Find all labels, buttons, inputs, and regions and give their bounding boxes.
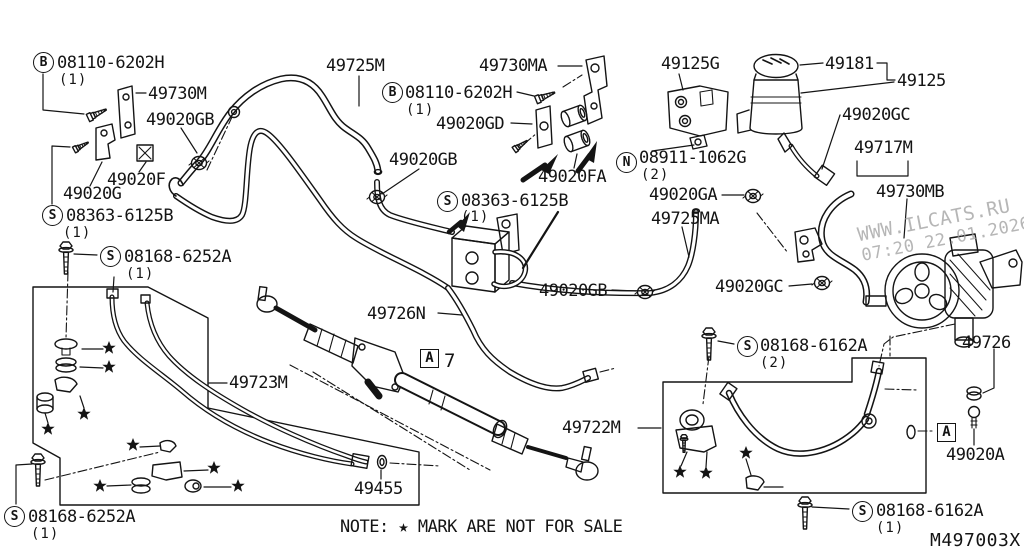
part-label-49020fa: 49020FA <box>538 167 607 187</box>
hose-return-zigzag <box>169 131 448 288</box>
part-label-49725ma: 49725MA <box>651 209 720 229</box>
circle-letter: S <box>4 506 25 527</box>
bolt-49020a <box>969 407 980 429</box>
bracket-49730ma <box>584 56 607 124</box>
circle-letter: S <box>737 336 758 357</box>
circle-letter: B <box>382 82 403 103</box>
diagram-id: M497003X <box>930 530 1021 551</box>
part-qty: (1) <box>406 102 435 118</box>
bolt-08168-6162a-2 <box>701 327 717 361</box>
part-qty: (1) <box>59 72 88 88</box>
clip-49020gd <box>536 106 552 148</box>
bolt-08168-6252a-2 <box>30 453 46 487</box>
bolt-08168-6252a-1 <box>58 241 74 275</box>
part-qty: (1) <box>876 520 905 536</box>
part-label-08168-6162a-2: 08168-6162A <box>760 336 868 356</box>
part-label-49020gb-c: 49020GB <box>539 281 608 301</box>
part-label-49455: 49455 <box>354 479 403 499</box>
circle-letter: S <box>852 501 873 522</box>
part-label-08168-6162a-1: 08168-6162A <box>876 501 984 521</box>
reference-lines <box>45 75 955 480</box>
circle-letter: B <box>33 52 54 73</box>
part-label-49125g: 49125G <box>661 54 720 74</box>
direction-arrows <box>449 141 597 268</box>
part-label-49020a: 49020A <box>946 445 1005 465</box>
part-qty: (1) <box>31 526 60 542</box>
leader-lines <box>16 63 994 509</box>
part-label-49730ma: 49730MA <box>479 56 548 76</box>
part-label-49723m: 49723M <box>229 373 288 393</box>
circle-letter: S <box>42 205 63 226</box>
part-label-49730mb: 49730MB <box>876 182 945 202</box>
clamp-49020gb-3 <box>634 284 656 300</box>
clip-ring <box>229 107 240 118</box>
part-label-08110-6202h-2: 08110-6202H <box>405 83 513 103</box>
part-label-49020gc-a: 49020GC <box>842 105 911 125</box>
part-label-49722m: 49722M <box>562 418 621 438</box>
left-box-parts <box>37 339 201 493</box>
part-label-08110-6202h-1: 08110-6202H <box>57 53 165 73</box>
hose-49730mb <box>821 194 866 302</box>
part-label-49020gb-a: 49020GB <box>146 110 215 130</box>
part-label-08168-6252a-1: 08168-6252A <box>124 247 232 267</box>
part-label-49726: 49726 <box>962 333 1011 353</box>
part-label-49020g: 49020G <box>63 184 122 204</box>
hose-49722m <box>720 361 884 453</box>
pipe-49726n <box>448 288 598 388</box>
screw-08363-1 <box>71 139 91 154</box>
part-label-49020f: 49020F <box>107 170 166 190</box>
reservoir <box>737 55 835 186</box>
part-label-08363-6125b-2: 08363-6125B <box>461 191 569 211</box>
screw-08363-2 <box>511 137 530 154</box>
screw-08110-1 <box>85 105 109 123</box>
view-marker-a-2: A <box>937 423 956 442</box>
part-label-49717m: 49717M <box>854 138 913 158</box>
part-label-49725m: 49725M <box>326 56 385 76</box>
part-label-49125: 49125 <box>897 71 946 91</box>
part-label-49730m: 49730M <box>148 84 207 104</box>
bracket-49020g <box>96 124 115 160</box>
left-parts-box <box>33 287 419 505</box>
hose-49725m <box>181 78 382 183</box>
clamp-49020ga <box>742 188 764 204</box>
pipes-49723m <box>107 289 369 468</box>
oil-cooler <box>452 214 525 292</box>
screw-08110-2 <box>533 88 557 105</box>
part-qty: (1) <box>63 225 92 241</box>
washer-ring <box>907 426 915 439</box>
not-for-sale-note: NOTE: ★ MARK ARE NOT FOR SALE <box>340 517 623 537</box>
part-qty: (1) <box>126 266 155 282</box>
grommet-49726 <box>967 387 981 400</box>
clip-49020f <box>137 145 153 161</box>
part-label-49020ga: 49020GA <box>649 185 718 205</box>
part-qty: (2) <box>760 355 789 371</box>
circle-letter: S <box>100 246 121 267</box>
power-steering-pump <box>795 228 1022 347</box>
view-marker-a-1: A <box>420 349 439 368</box>
hose-49725ma <box>512 209 699 293</box>
bracket-49730m <box>118 86 135 138</box>
part-label-08911-1062g: 08911-1062G <box>639 148 747 168</box>
part-label-08168-6252a-2: 08168-6252A <box>28 507 136 527</box>
part-label-49726n: 49726N <box>367 304 426 324</box>
view-marker-suffix: 7 <box>444 350 456 372</box>
hose-reservoir-outlet <box>791 146 817 176</box>
part-label-49181: 49181 <box>825 54 874 74</box>
part-label-49020gd: 49020GD <box>436 114 505 134</box>
steering-gear <box>257 287 598 480</box>
part-label-08363-6125b-1: 08363-6125B <box>66 206 174 226</box>
right-box-parts <box>676 410 764 490</box>
circle-letter: N <box>616 152 637 173</box>
part-qty: (1) <box>461 209 490 225</box>
part-qty: (2) <box>641 167 670 183</box>
clamp-49020gc-2 <box>811 275 833 291</box>
part-label-49020gc-b: 49020GC <box>715 277 784 297</box>
bolt-08168-6162a-1 <box>797 496 813 530</box>
ring-49455 <box>378 456 387 469</box>
part-label-49020gb-b: 49020GB <box>389 150 458 170</box>
right-parts-box <box>663 358 926 493</box>
circle-letter: S <box>437 191 458 212</box>
bracket-49125g <box>668 86 728 149</box>
